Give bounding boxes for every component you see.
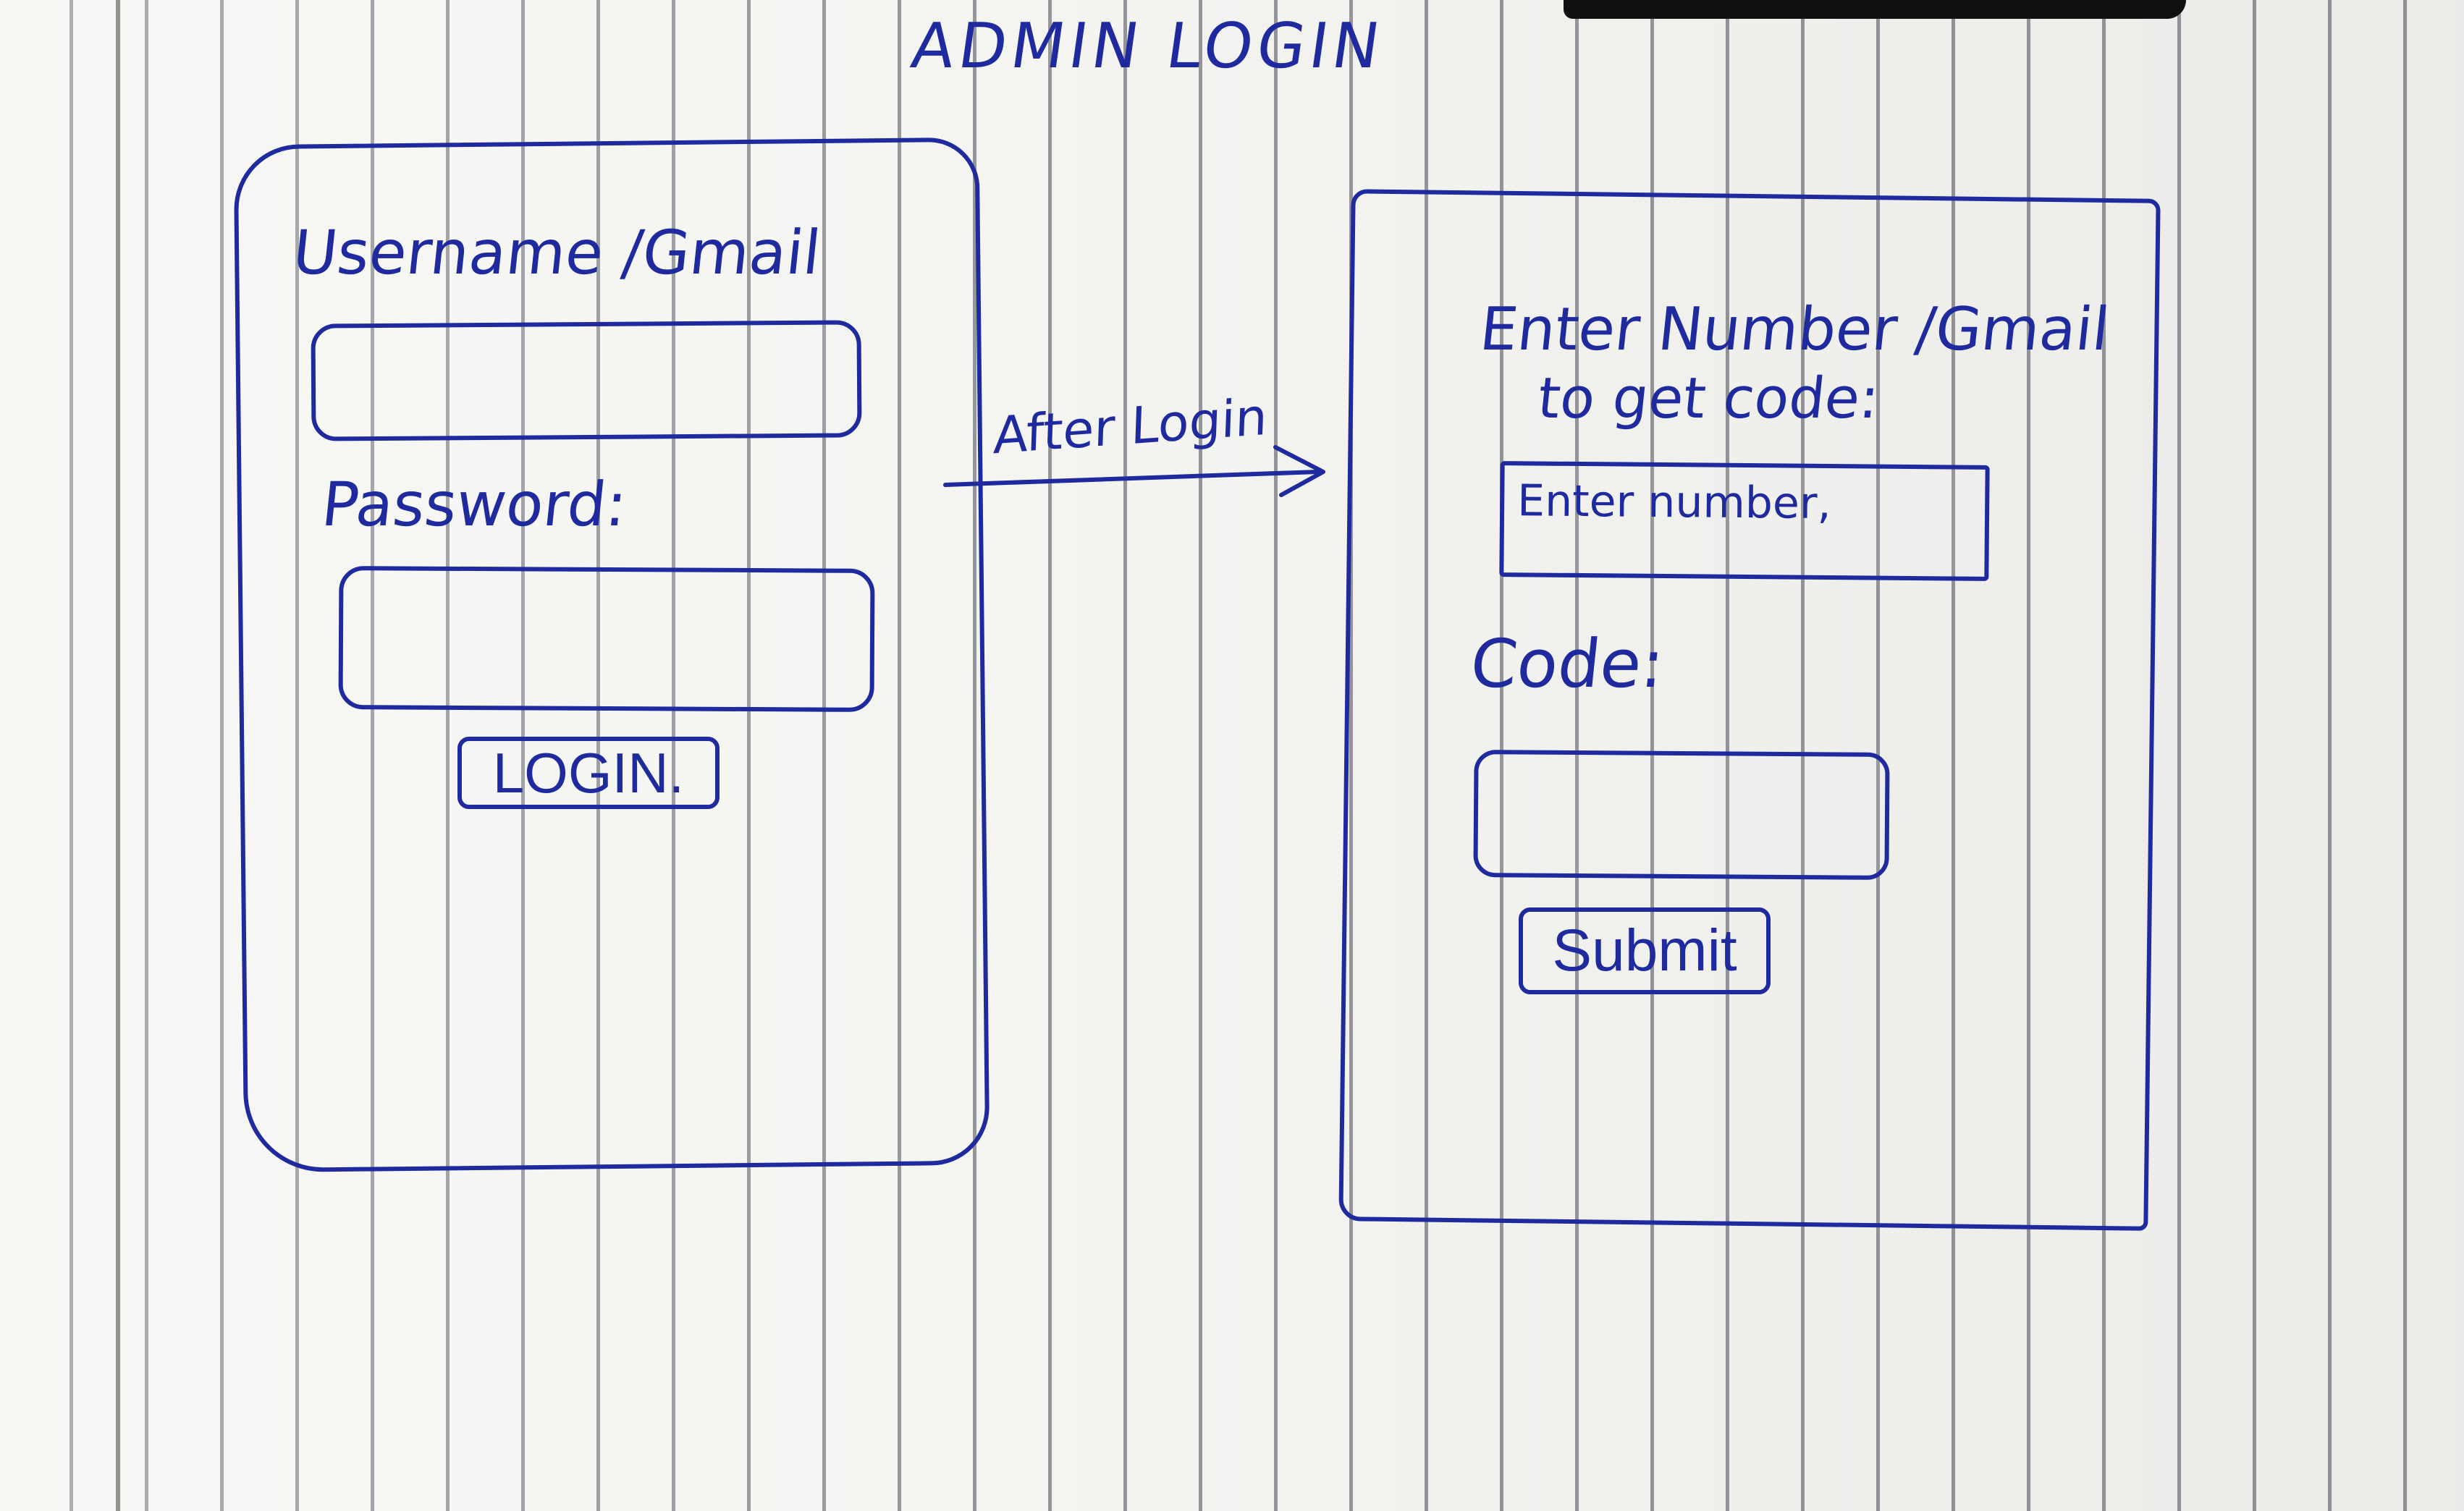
code-label: Code:: [1467, 625, 1668, 703]
margin-line: [116, 0, 120, 1511]
submit-button[interactable]: Submit: [1519, 907, 1771, 994]
number-input-value: Enter number,: [1516, 475, 1831, 530]
code-input[interactable]: [1473, 749, 1890, 881]
flow-arrow: [943, 445, 1325, 497]
top-tape: [1564, 0, 2186, 19]
password-input[interactable]: [338, 566, 875, 712]
username-label: Username /Gmail: [289, 217, 824, 288]
verify-heading-line1: Enter Number /Gmail: [1477, 295, 2113, 364]
password-label: Password:: [318, 469, 630, 540]
verify-heading-line2: to get code:: [1535, 366, 1883, 431]
login-button[interactable]: LOGIN.: [457, 737, 720, 809]
number-input[interactable]: Enter number,: [1499, 461, 1990, 581]
username-input[interactable]: [311, 320, 862, 441]
page-title: ADMIN LOGIN: [906, 10, 1389, 82]
